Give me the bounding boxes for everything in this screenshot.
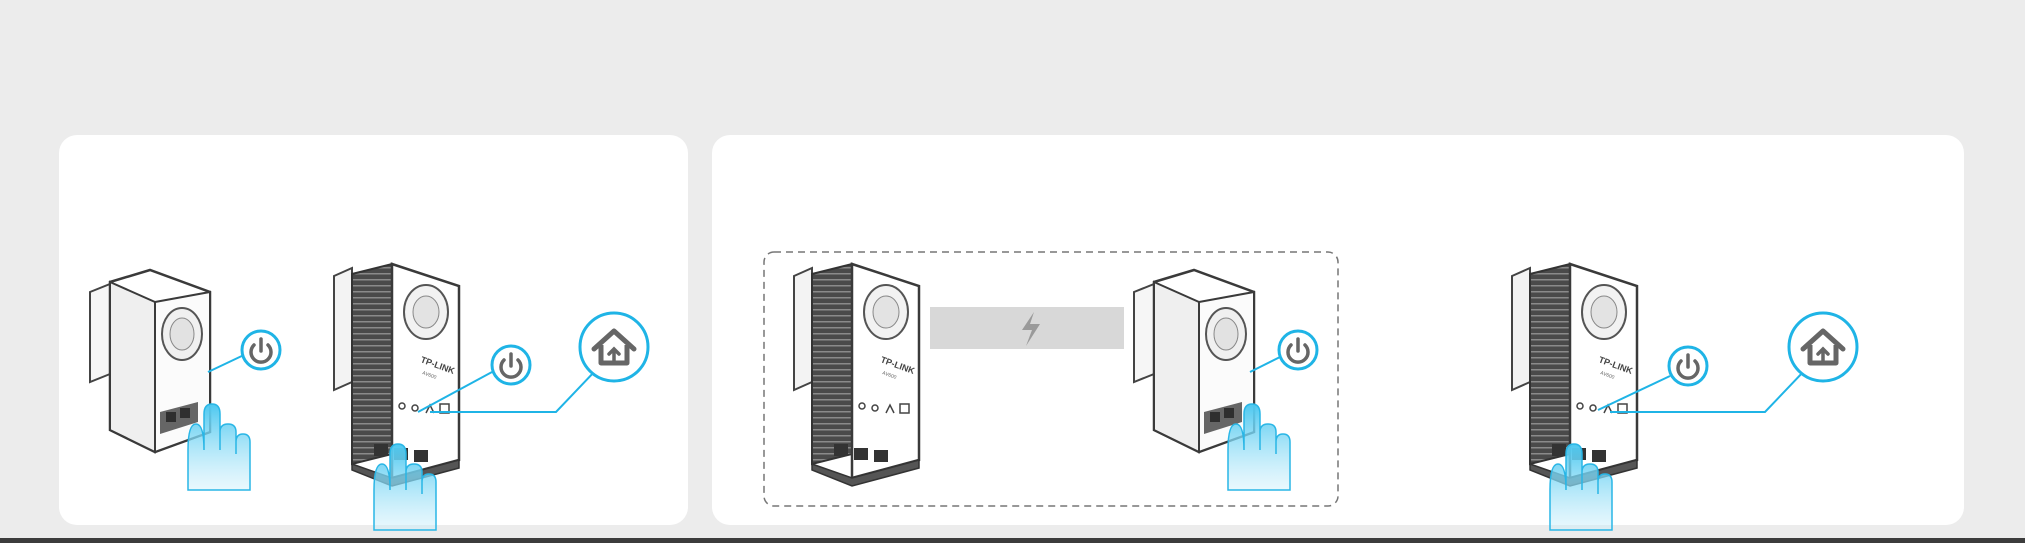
power-icon	[1669, 347, 1707, 385]
home-icon	[1789, 313, 1857, 381]
callout-line	[208, 354, 246, 372]
power-icon	[242, 331, 280, 369]
power-icon	[1279, 331, 1317, 369]
home-icon	[580, 313, 648, 381]
power-icon	[492, 346, 530, 384]
bottom-divider	[0, 538, 2025, 543]
adapter-small-left	[90, 270, 210, 452]
adapter-large-center: TP-LINK AV600	[794, 264, 919, 486]
